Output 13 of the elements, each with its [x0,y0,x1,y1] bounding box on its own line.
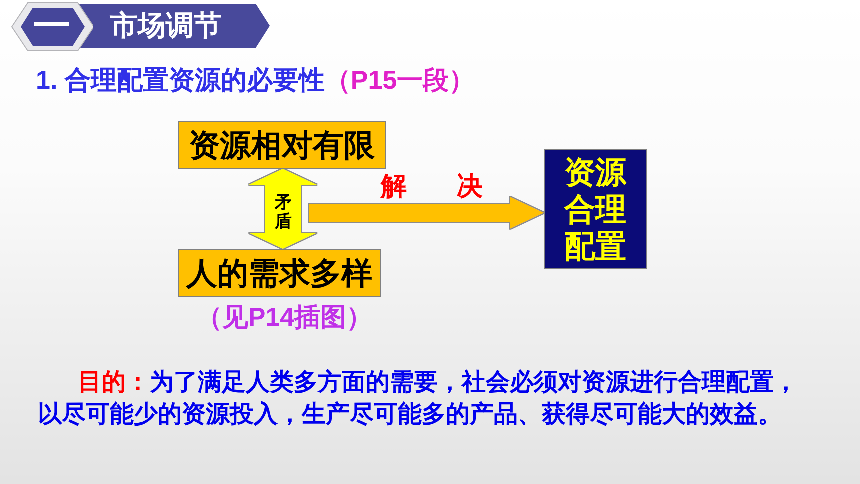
block-arrow [309,197,544,229]
note: （见P14插图） [195,301,374,334]
title-banner: 市场调节 [93,4,270,48]
heading: 1. 合理配置资源的必要性 [36,65,325,95]
edge-label: 解决 [381,171,483,201]
result-box: 资源合理配置 [544,149,647,269]
paragraph: 目的：为了满足人类多方面的需要，社会必须对资源进行合理配置，以尽可能少的资源投入，生产尽可能多的产品、获得尽可能大的效益。 [38,368,799,430]
concept-box: 资源相对有限 [178,121,386,169]
hexagon-badge: 一 [11,2,93,52]
block-arrow [249,169,317,249]
edge-label: 矛盾 [274,193,293,231]
page-reference: （P15一段） [324,65,476,95]
concept-box: 人的需求多样 [178,249,381,297]
